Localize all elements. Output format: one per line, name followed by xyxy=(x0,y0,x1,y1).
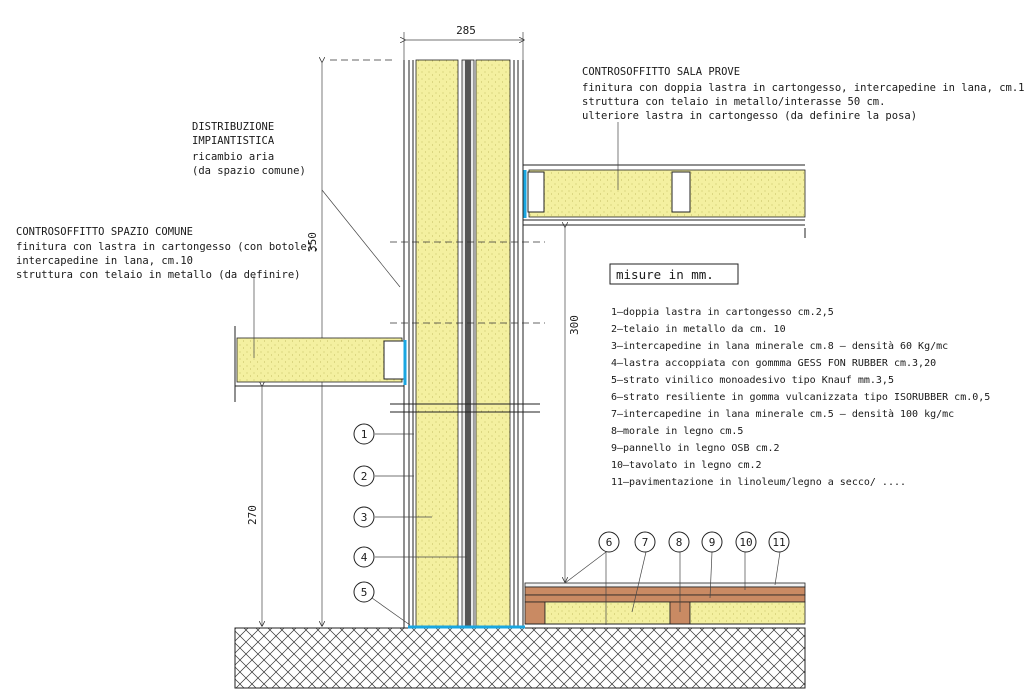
legend-item-8: 8–morale in legno cm.5 xyxy=(611,426,743,437)
callout-5-label: 5 xyxy=(361,586,368,599)
callout-1-label: 1 xyxy=(361,428,368,441)
ground-slab xyxy=(234,627,806,689)
callout-4: 4 xyxy=(353,546,375,568)
callout-10: 10 xyxy=(735,531,757,553)
legend-item-9: 9–pannello in legno OSB cm.2 xyxy=(611,443,780,454)
lab-ceiling xyxy=(523,164,806,238)
note-lab-ceiling-line-3: ulteriore lastra in cartongesso (da defi… xyxy=(582,110,917,122)
callout-9-label: 9 xyxy=(709,536,716,549)
legend-item-4: 4–lastra accoppiata con gommma GESS FON … xyxy=(611,358,936,369)
callout-8-label: 8 xyxy=(676,536,683,549)
note-distribution-title-2: IMPIANTISTICA xyxy=(192,135,275,147)
callout-11: 11 xyxy=(768,531,790,553)
callout-7: 7 xyxy=(634,531,656,553)
note-common-ceiling-line-2: intercapedine in lana, cm.10 xyxy=(16,255,193,267)
note-lab-ceiling-line-1: finitura con doppia lastra in cartongess… xyxy=(582,82,1024,94)
callout-3: 3 xyxy=(353,506,375,528)
callout-5: 5 xyxy=(353,581,375,603)
note-common-ceiling-line-3: struttura con telaio in metallo (da defi… xyxy=(16,269,300,281)
note-common-ceiling: CONTROSOFFITTO SPAZIO COMUNE finitura co… xyxy=(16,226,319,281)
callout-11-label: 11 xyxy=(772,536,785,549)
callout-2-label: 2 xyxy=(361,470,368,483)
legend-item-1: 1–doppia lastra in cartongesso cm.2,5 xyxy=(611,307,834,318)
common-ceiling xyxy=(234,326,407,402)
wall-insulation-left xyxy=(415,59,459,629)
legend-item-7: 7–intercapedine in lana minerale cm.5 – … xyxy=(611,408,954,420)
legend: misure in mm. 1–doppia lastra in cartong… xyxy=(609,263,990,488)
floor-buildup xyxy=(408,582,806,629)
wall-insulation-right xyxy=(475,59,511,629)
callout-8: 8 xyxy=(668,531,690,553)
note-lab-ceiling: CONTROSOFFITTO SALA PROVE finitura con d… xyxy=(582,66,1024,122)
dimension-300: 300 xyxy=(565,227,581,582)
dimension-top: 285 xyxy=(404,24,524,60)
rubber-layer xyxy=(465,60,471,628)
callout-6-label: 6 xyxy=(606,536,613,549)
callout-6: 6 xyxy=(598,531,620,553)
callout-1: 1 xyxy=(353,423,375,445)
wall-assembly xyxy=(390,59,545,629)
legend-title: misure in mm. xyxy=(616,267,714,282)
note-distribution: DISTRIBUZIONE IMPIANTISTICA ricambio ari… xyxy=(192,121,306,177)
dim-285-label: 285 xyxy=(456,24,476,37)
legend-item-3: 3–intercapedine in lana minerale cm.8 – … xyxy=(611,340,948,352)
callout-10-label: 10 xyxy=(739,536,752,549)
callout-3-label: 3 xyxy=(361,511,368,524)
callout-4-label: 4 xyxy=(361,551,368,564)
callout-7-label: 7 xyxy=(642,536,649,549)
legend-item-2: 2–telaio in metallo da cm. 10 xyxy=(611,324,786,335)
note-lab-ceiling-title: CONTROSOFFITTO SALA PROVE xyxy=(582,66,740,78)
note-lab-ceiling-line-2: struttura con telaio in metallo/interass… xyxy=(582,96,885,108)
legend-item-10: 10–tavolato in legno cm.2 xyxy=(611,460,762,471)
note-distribution-line-1: ricambio aria xyxy=(192,151,274,163)
legend-item-6: 6–strato resiliente in gomma vulcanizzat… xyxy=(611,392,990,403)
dim-300-label: 300 xyxy=(568,315,581,335)
note-common-ceiling-line-1: finitura con lastra in cartongesso (con … xyxy=(16,241,319,253)
dimension-270: 270 xyxy=(246,386,262,626)
note-distribution-title-1: DISTRIBUZIONE xyxy=(192,121,274,133)
note-distribution-line-2: (da spazio comune) xyxy=(192,165,306,177)
note-common-ceiling-title: CONTROSOFFITTO SPAZIO COMUNE xyxy=(16,226,193,238)
callout-2: 2 xyxy=(353,465,375,487)
callout-9: 9 xyxy=(701,531,723,553)
legend-item-11: 11–pavimentazione in linoleum/legno a se… xyxy=(611,477,906,488)
leader-lines xyxy=(253,122,781,626)
legend-item-5: 5–strato vinilico monoadesivo tipo Knauf… xyxy=(611,375,894,386)
dim-270-label: 270 xyxy=(246,505,259,525)
dim-350-label: 350 xyxy=(306,232,319,252)
